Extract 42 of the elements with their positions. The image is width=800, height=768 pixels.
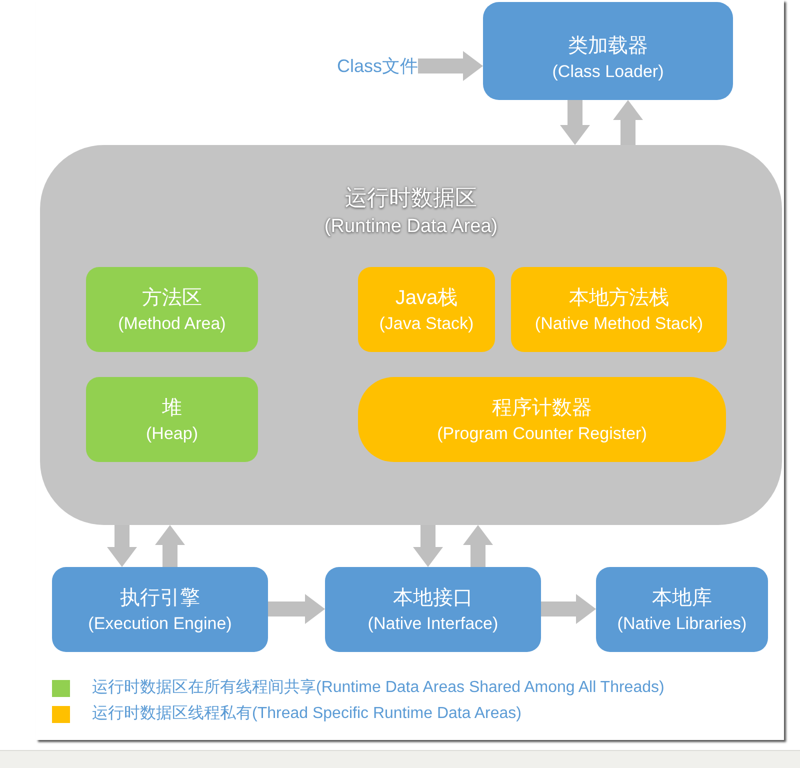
panel-title: 运行时数据区: [345, 184, 477, 212]
block-arrow: [560, 100, 590, 145]
title-label: 执行引擎: [120, 586, 200, 610]
subtitle-label: (Method Area): [118, 312, 226, 334]
block-arrow: [418, 51, 483, 81]
memory-box: [511, 267, 727, 352]
subtitle-label: (Class Loader): [552, 61, 664, 83]
process-box: [52, 567, 268, 652]
subtitle-label: (Heap): [146, 422, 198, 444]
title-label: 堆: [162, 396, 182, 420]
title-label: Java栈: [395, 286, 458, 310]
block-arrow: [541, 594, 596, 624]
block-arrow: [268, 594, 325, 624]
subtitle-label: (Native Interface): [368, 612, 498, 634]
title-label: 本地库: [652, 586, 712, 610]
subtitle-label: (Java Stack): [379, 312, 474, 334]
memory-box: [358, 377, 726, 462]
memory-box: [86, 267, 258, 352]
process-box: [483, 2, 733, 100]
region-panel: [40, 145, 782, 525]
legend-label: 运行时数据区线程私有(Thread Specific Runtime Data Areas): [92, 704, 522, 724]
block-arrow: [413, 525, 443, 567]
file-label: Class文件: [322, 52, 418, 80]
memory-box: [358, 267, 495, 352]
title-label: 本地接口: [393, 586, 473, 610]
legend-label: 运行时数据区在所有线程间共享(Runtime Data Areas Shared Among All Threads): [92, 678, 664, 698]
title-label: 程序计数器: [492, 396, 592, 420]
memory-box: [86, 377, 258, 462]
subtitle-label: (Program Counter Register): [437, 422, 647, 444]
block-arrow: [463, 525, 493, 567]
process-box: [325, 567, 541, 652]
subtitle-label: (Native Method Stack): [534, 312, 704, 334]
block-arrow: [107, 525, 137, 567]
block-arrow: [155, 525, 185, 567]
process-box: [596, 567, 768, 652]
panel-subtitle: (Runtime Data Area): [324, 215, 498, 239]
title-label: 本地方法栈: [569, 286, 669, 310]
title-label: 类加载器: [568, 34, 648, 59]
subtitle-label: (Native Libraries): [617, 612, 747, 634]
title-label: 方法区: [142, 286, 202, 310]
block-arrow: [613, 100, 643, 145]
subtitle-label: (Execution Engine): [88, 612, 232, 634]
